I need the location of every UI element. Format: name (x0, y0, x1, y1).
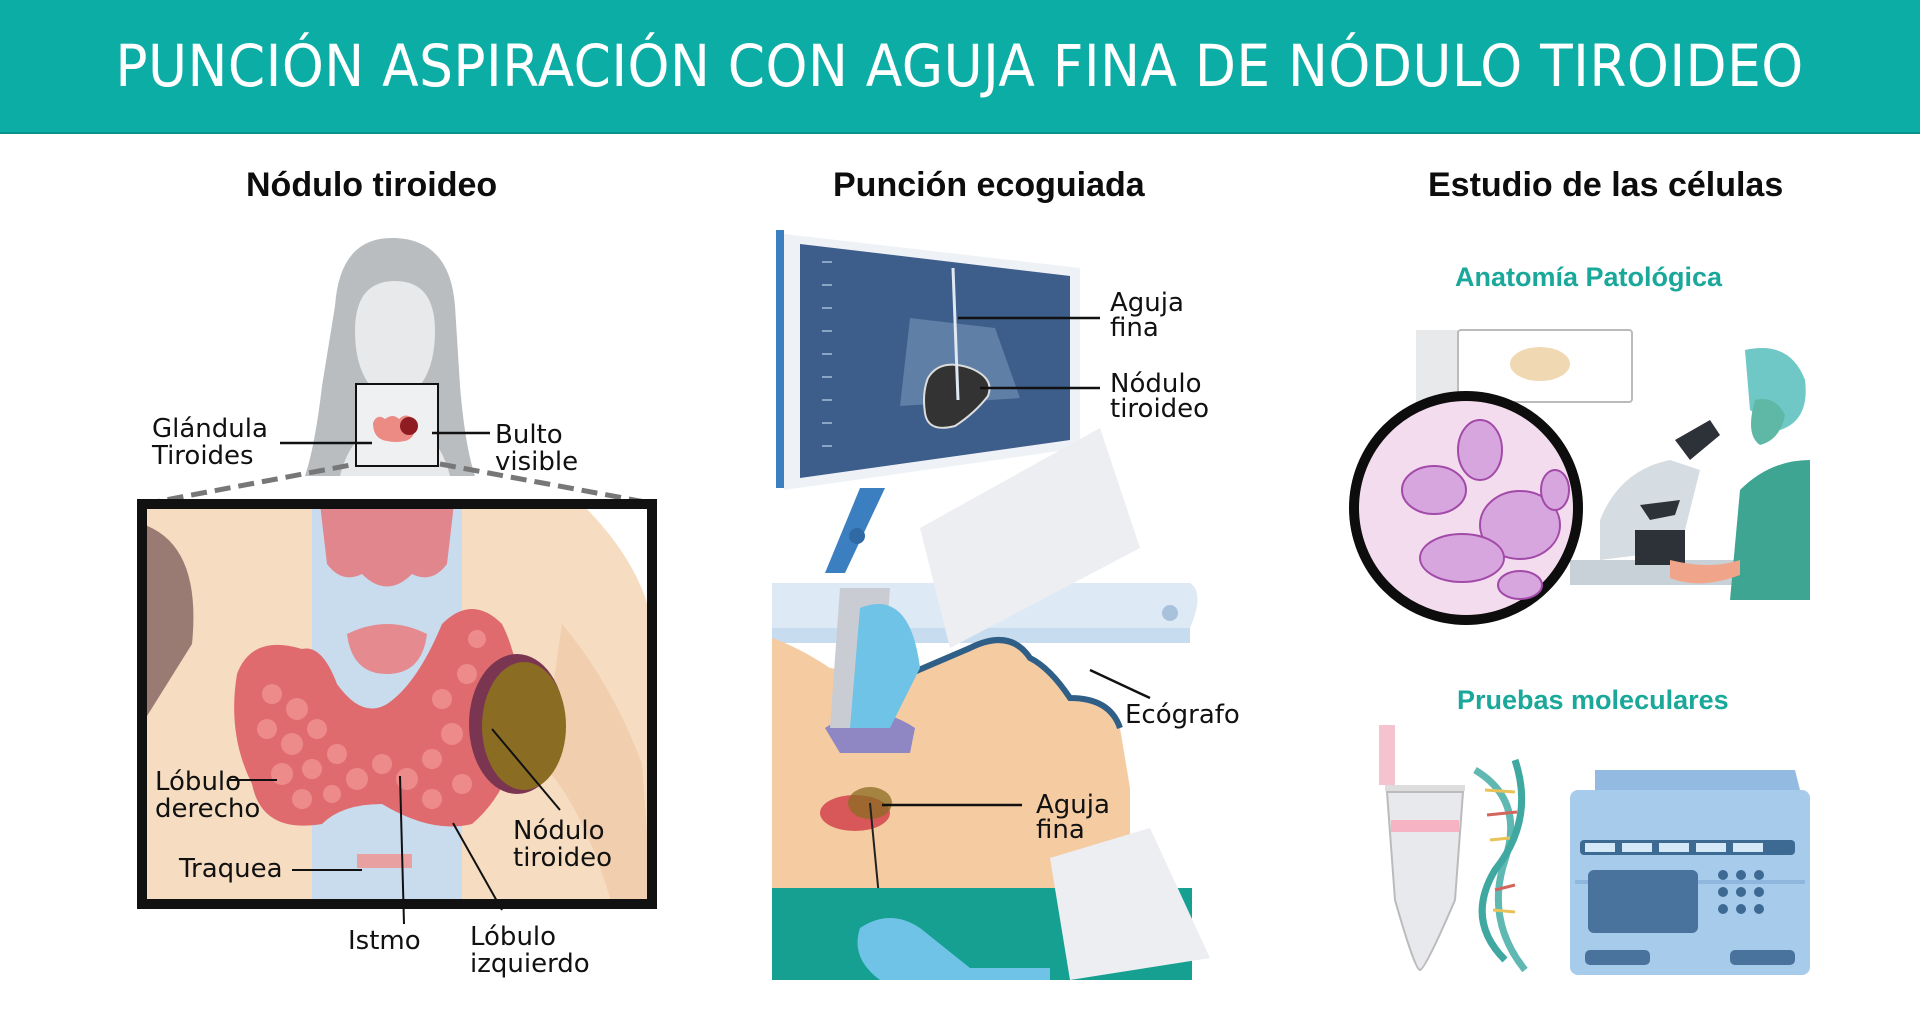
label-gland-1: Glándula (152, 414, 268, 444)
label-lump-2: visible (495, 447, 579, 477)
label-isthmus: Istmo (348, 926, 421, 956)
ultrasound-procedure-illustration (772, 230, 1210, 980)
panel-title-cells: Estudio de las células (1428, 166, 1784, 204)
label-screen-nodule-1: Nódulo (1110, 369, 1202, 399)
label-right-lobe-2: derecho (155, 794, 261, 824)
label-nodule-2: tiroideo (513, 843, 613, 873)
label-trachea: Traquea (179, 854, 283, 884)
zoom-box-icon (355, 383, 439, 467)
label-lump-1: Bulto (495, 420, 563, 450)
label-right-lobe-1: Lóbulo (155, 767, 242, 797)
label-screen-needle-2: fina (1110, 313, 1159, 343)
panel-title-puncture: Punción ecoguiada (833, 166, 1145, 204)
label-screen-needle-1: Aguja (1110, 288, 1184, 318)
label-gland-2: Tiroides (152, 441, 254, 471)
label-needle-2: fina (1036, 815, 1085, 845)
label-left-lobe-1: Lóbulo (470, 922, 557, 952)
label-ultrasound-machine: Ecógrafo (1125, 700, 1240, 730)
label-nodule-1: Nódulo (513, 816, 605, 846)
page-title: PUNCIÓN ASPIRACIÓN CON AGUJA FINA DE NÓD… (115, 32, 1805, 100)
pathology-illustration (1349, 329, 1810, 625)
zoom-connector-lines (143, 461, 657, 507)
thyroid-anatomy-illustration (137, 499, 657, 925)
title-banner: PUNCIÓN ASPIRACIÓN CON AGUJA FINA DE NÓD… (0, 0, 1920, 134)
molecular-tests-illustration (1379, 725, 1810, 975)
label-left-lobe-2: izquierdo (470, 949, 590, 979)
subtitle-pathology: Anatomía Patológica (1455, 262, 1723, 292)
subtitle-molecular: Pruebas moleculares (1457, 685, 1729, 715)
label-screen-nodule-2: tiroideo (1110, 394, 1210, 424)
panel-title-thyroid: Nódulo tiroideo (246, 166, 498, 204)
label-needle-1: Aguja (1036, 790, 1110, 820)
